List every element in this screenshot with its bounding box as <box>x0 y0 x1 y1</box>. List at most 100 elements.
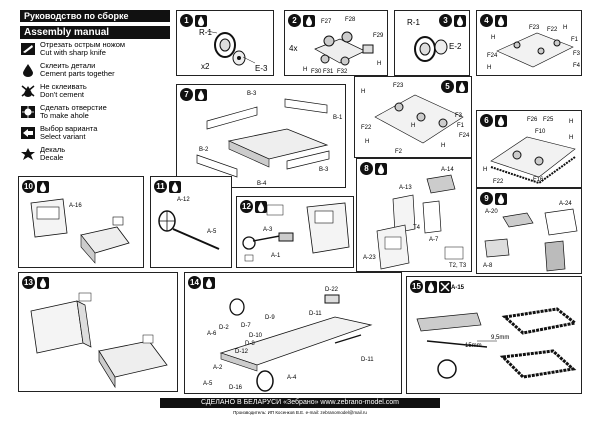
measurement-label: 15mm <box>465 343 482 349</box>
part-label: F10 <box>535 129 546 135</box>
part-label: A-15 <box>451 285 465 291</box>
step-8-panel: 8 A-14 A-13 A-7 T4 A-23 T2, T3 <box>356 158 472 272</box>
part-label: F31 <box>323 69 334 75</box>
legend-en-label: Don't cement <box>40 90 84 99</box>
footer-manufacturer: СДЕЛАНО В БЕЛАРУСИ «Зебрано» www.zebrano… <box>160 398 440 408</box>
part-label: A-3 <box>263 227 273 233</box>
legend-en-label: Cut with sharp knife <box>40 48 106 57</box>
knife-icon <box>20 42 36 56</box>
part-label: D-16 <box>229 385 243 391</box>
part-label: F30 <box>311 69 322 75</box>
part-label: B-2 <box>199 147 209 153</box>
part-label: A-13 <box>399 185 412 191</box>
step-number: 11 <box>154 180 167 193</box>
glue-drop-icon <box>375 162 387 175</box>
glue-drop-icon <box>425 280 437 293</box>
step-12-panel: 12 A-3 A-1 <box>236 196 354 268</box>
legend-ru-label: Склеить детали <box>40 61 96 70</box>
part-label: H <box>441 143 446 149</box>
no-glue-icon <box>20 84 36 98</box>
legend-en-label: Select variant <box>40 132 86 141</box>
glue-drop-icon <box>454 14 466 27</box>
glue-drop-icon <box>37 276 49 289</box>
step-number: 9 <box>480 192 493 205</box>
glue-drop-icon <box>195 14 207 27</box>
step-number: 3 <box>439 14 452 27</box>
glue-drop-icon <box>456 80 468 93</box>
part-label: A-4 <box>287 375 297 381</box>
part-label: F24 <box>487 53 498 59</box>
part-label: D-12 <box>235 349 249 355</box>
part-label: E-2 <box>449 42 462 51</box>
step-5-panel: 5 H F23 F3 F22 F24 F2 F1 H H H <box>354 76 472 158</box>
part-label: H <box>361 89 366 95</box>
part-label: x2 <box>201 62 210 71</box>
part-label: A-6 <box>207 331 217 337</box>
part-label: A-12 <box>177 197 190 203</box>
drill-icon <box>20 105 36 119</box>
step-14-panel: 14 D-22 D-2 D-7 D-9 A-6 D-11 D-10 D-8 D-… <box>184 272 402 394</box>
step-number: 1 <box>180 14 193 27</box>
title-ru: Руководство по сборке <box>20 10 170 22</box>
part-label: D-11 <box>309 311 322 317</box>
part-label: F27 <box>321 19 332 25</box>
glue-drop-icon <box>37 180 49 193</box>
part-label: F28 <box>345 17 356 23</box>
decal-icon <box>20 147 36 161</box>
tracks-drawing <box>416 307 579 379</box>
step-number: 12 <box>240 200 253 213</box>
part-label: F1 <box>457 123 465 129</box>
glue-drop-icon <box>303 14 315 27</box>
hood-grille-drawing <box>484 208 578 272</box>
part-label: F24 <box>459 133 470 139</box>
part-label: H <box>411 123 416 129</box>
part-label: H <box>365 139 370 145</box>
step-7-panel: 7 B-3 B-1 B-2 B-4 B-3 <box>176 84 346 188</box>
glue-drop-icon <box>195 88 207 101</box>
frame-assembly-drawing <box>374 94 464 144</box>
glue-drop-icon <box>255 200 267 213</box>
glue-drop-icon <box>169 180 181 193</box>
part-label: F23 <box>393 83 404 89</box>
step-13-panel: 13 <box>18 272 178 392</box>
part-label: H <box>491 35 496 41</box>
part-label: F22 <box>547 27 558 33</box>
title-en: Assembly manual <box>20 26 170 39</box>
step-number: 15 <box>410 280 423 293</box>
part-label: F3 <box>573 51 581 57</box>
legend-ru-label: Декаль <box>40 145 66 154</box>
step-number: 8 <box>360 162 373 175</box>
part-label: F3 <box>455 113 463 119</box>
step-number: 4 <box>480 14 493 27</box>
part-label: B-3 <box>319 167 329 173</box>
part-label: F22 <box>361 125 372 131</box>
part-label: A-24 <box>559 201 572 207</box>
option-icon <box>20 126 36 140</box>
part-label: A-14 <box>441 167 454 173</box>
part-label: B-3 <box>247 91 257 97</box>
footer-contact: Производитель: ИП Косенков В.Е. e-mail: … <box>233 410 367 415</box>
part-label: F4 <box>573 63 581 69</box>
legend-en-label: Decale <box>40 153 64 162</box>
legend-ru-label: Выбор варианта <box>40 124 98 133</box>
legend-ru-label: Сделать отверстие <box>40 103 107 112</box>
part-label: F2 <box>395 149 403 155</box>
cab-drawing <box>30 198 130 264</box>
part-label: F16 <box>533 177 544 183</box>
step-9-panel: 9 A-20 A-24 A-8 <box>476 188 582 274</box>
part-label: H <box>377 61 382 67</box>
chassis-drawing <box>219 294 373 392</box>
glue-drop-icon <box>495 14 507 27</box>
cab-doors-drawing <box>376 174 464 270</box>
step-11-panel: 11 A-12 A-5 <box>150 176 232 268</box>
steering-wheel-drawing <box>158 210 220 250</box>
part-label: F29 <box>373 33 384 39</box>
cab-body-assembly-drawing <box>30 292 168 389</box>
part-label: H <box>487 65 492 71</box>
multiplier-label: 4x <box>289 44 298 53</box>
glue-drop-icon <box>495 192 507 205</box>
part-label: A-23 <box>363 255 376 261</box>
part-label: H <box>303 67 308 73</box>
part-label: R-1 <box>199 28 212 37</box>
